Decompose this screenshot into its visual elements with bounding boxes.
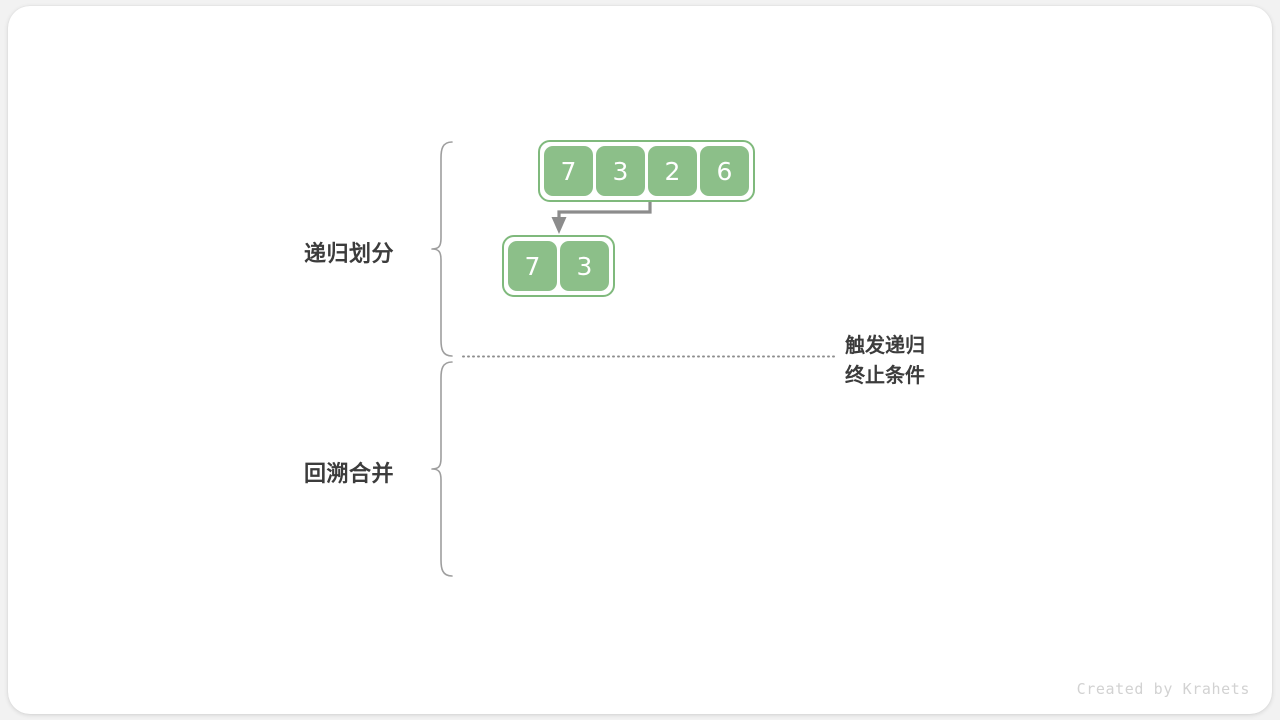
page-card — [8, 6, 1272, 714]
watermark: Created by Krahets — [1076, 680, 1250, 698]
array-cell: 6 — [700, 146, 749, 196]
root-array: 7 3 2 6 — [538, 140, 755, 202]
array-cell: 7 — [508, 241, 557, 291]
section-label-divide: 递归划分 — [304, 242, 395, 267]
array-cell: 2 — [648, 146, 697, 196]
left-subarray: 7 3 — [502, 235, 615, 297]
termination-annotation: 触发递归 终止条件 — [845, 330, 925, 390]
array-cell: 7 — [544, 146, 593, 196]
array-cell: 3 — [560, 241, 609, 291]
brace-divide — [431, 141, 453, 357]
section-label-merge: 回溯合并 — [304, 462, 395, 487]
split-arrow-head — [551, 217, 567, 234]
termination-annotation-line2: 终止条件 — [845, 363, 925, 387]
array-cell: 3 — [596, 146, 645, 196]
termination-annotation-line1: 触发递归 — [845, 333, 925, 357]
brace-merge — [431, 361, 453, 577]
